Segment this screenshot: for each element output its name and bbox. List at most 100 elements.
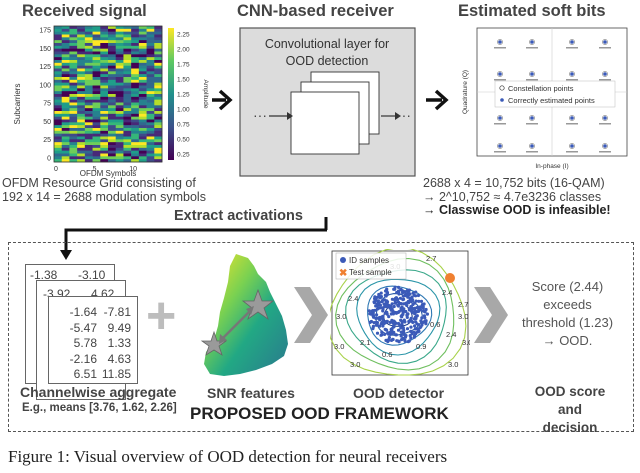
heatmap-cell xyxy=(61,77,70,81)
heatmap-cell xyxy=(84,62,93,66)
heatmap-cell xyxy=(54,60,63,64)
id-sample xyxy=(410,309,414,313)
id-sample xyxy=(391,321,395,325)
heatmap-cell xyxy=(146,77,155,81)
contour-label: 2.4 xyxy=(446,330,456,339)
id-sample xyxy=(398,296,402,300)
id-sample xyxy=(410,305,414,309)
constellation-bit-label xyxy=(526,47,538,49)
heatmap-cell xyxy=(54,65,63,69)
heatmap-cell xyxy=(92,130,101,134)
heatmap-cell xyxy=(131,82,140,86)
id-sample xyxy=(418,326,422,330)
heatmap-cell xyxy=(69,26,78,30)
contour-label: 0.6 xyxy=(430,320,440,329)
heatmap-cell xyxy=(108,28,117,32)
heatmap-cell xyxy=(92,71,101,75)
contour-label: 3.0 xyxy=(350,360,360,369)
heatmap-cell xyxy=(100,91,109,95)
heatmap-cell xyxy=(131,51,140,55)
heatmap-cell xyxy=(92,77,101,81)
heatmap-cell xyxy=(69,119,78,123)
id-sample xyxy=(383,332,387,336)
heatmap-cell xyxy=(92,31,101,35)
heatmap-cell xyxy=(123,145,132,149)
heatmap-cell xyxy=(92,145,101,149)
heatmap-cell xyxy=(115,99,124,103)
heatmap-cell xyxy=(84,60,93,64)
heatmap-cell xyxy=(69,45,78,49)
constellation-ring xyxy=(497,143,503,149)
heatmap-cell xyxy=(131,85,140,89)
heatmap-cell xyxy=(154,62,163,66)
heatmap-cell xyxy=(100,48,109,52)
heatmap-cell xyxy=(154,142,163,146)
heatmap-cell xyxy=(54,150,63,154)
colorbar-tick: 0.75 xyxy=(177,122,190,129)
heatmap-cell xyxy=(100,68,109,72)
heatmap-cell xyxy=(115,51,124,55)
heatmap-cell xyxy=(100,43,109,47)
heatmap-cell xyxy=(77,150,86,154)
heatmap-cell xyxy=(115,125,124,129)
heatmap-cell xyxy=(100,71,109,75)
heatmap-xtick: 5 xyxy=(93,166,97,173)
heatmap-cell xyxy=(131,156,140,160)
heatmap-cell xyxy=(108,111,117,115)
heatmap-cell xyxy=(69,159,78,163)
id-sample xyxy=(380,330,384,334)
heatmap-cell xyxy=(84,147,93,151)
heatmap-cell xyxy=(154,150,163,154)
heatmap-cell xyxy=(54,26,63,30)
heatmap-cell xyxy=(69,153,78,157)
heatmap-cell xyxy=(61,74,70,78)
heatmap-cell xyxy=(108,147,117,151)
heatmap-cell xyxy=(115,88,124,92)
heatmap-cell xyxy=(154,54,163,58)
heatmap-cell xyxy=(108,85,117,89)
score-line3: threshold (1.23) xyxy=(521,315,614,330)
heatmap-cell xyxy=(108,26,117,30)
heatmap-cell xyxy=(84,156,93,160)
heatmap-cell xyxy=(138,96,147,100)
id-sample xyxy=(374,323,378,327)
heatmap-cell xyxy=(92,74,101,78)
heatmap-cell xyxy=(138,153,147,157)
heatmap-cell xyxy=(54,54,63,58)
contour-label: 0.6 xyxy=(382,350,392,359)
constellation-point xyxy=(603,116,607,120)
heatmap-cell xyxy=(123,71,132,75)
heatmap-cell xyxy=(146,94,155,98)
heatmap-cell xyxy=(69,79,78,83)
heatmap-cell xyxy=(108,133,117,137)
id-sample xyxy=(401,298,405,302)
heatmap-cell xyxy=(146,111,155,115)
heatmap-cell xyxy=(54,133,63,137)
heatmap-cell xyxy=(84,31,93,35)
heatmap-cell xyxy=(154,159,163,163)
heatmap-cell xyxy=(92,48,101,52)
heatmap-cell xyxy=(54,142,63,146)
heatmap-cell xyxy=(138,136,147,140)
heatmap-cell xyxy=(123,57,132,61)
heatmap-cell xyxy=(92,62,101,66)
heatmap-cell xyxy=(123,159,132,163)
heatmap-cell xyxy=(77,136,86,140)
heatmap-cell xyxy=(61,99,70,103)
heatmap-cell xyxy=(123,48,132,52)
id-sample xyxy=(415,322,419,326)
heatmap-cell xyxy=(123,77,132,81)
heatmap-cell xyxy=(100,116,109,120)
id-sample xyxy=(368,312,372,316)
heatmap-cell xyxy=(69,31,78,35)
heatmap-cell xyxy=(69,28,78,32)
heatmap-cell xyxy=(154,37,163,41)
heatmap-cell xyxy=(138,147,147,151)
heatmap-cell xyxy=(61,43,70,47)
heatmap-cell xyxy=(61,37,70,41)
heatmap-cell xyxy=(138,139,147,143)
heatmap-cell xyxy=(77,31,86,35)
heatmap-cell xyxy=(154,111,163,115)
heatmap-cell xyxy=(138,156,147,160)
